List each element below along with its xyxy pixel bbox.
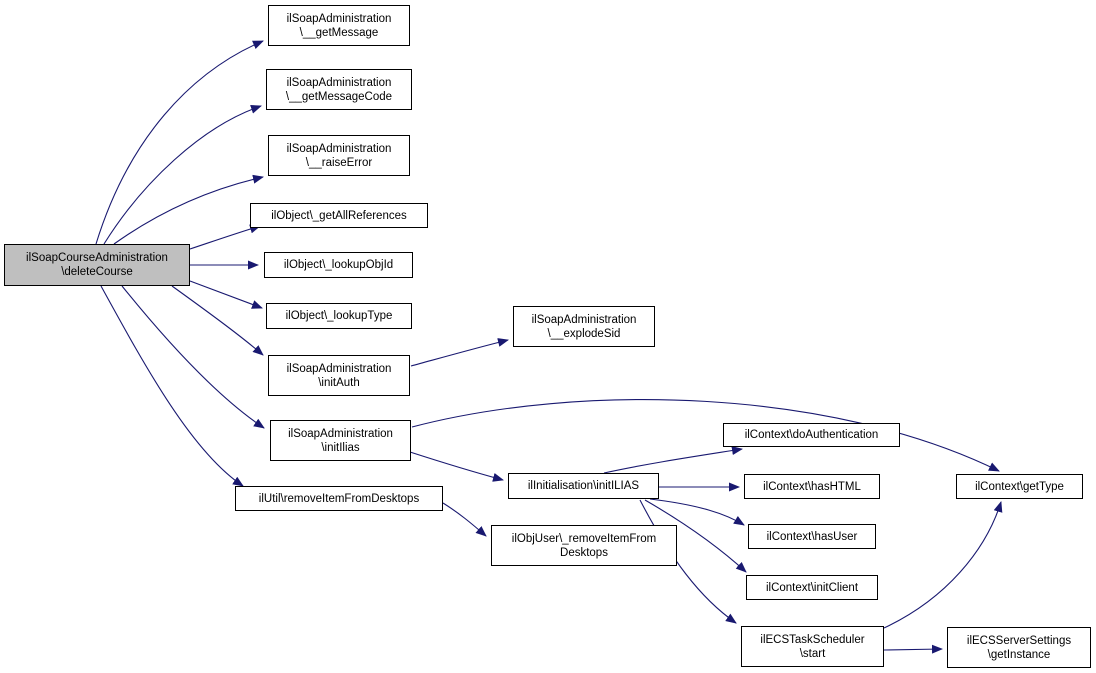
edge-initilias2-initclient (644, 499, 747, 573)
node-raise-error[interactable]: ilSoapAdministration \__raiseError (268, 135, 410, 176)
node-init-client[interactable]: ilContext\initClient (746, 575, 878, 600)
node-get-message-code[interactable]: ilSoapAdministration \__getMessageCode (266, 69, 412, 110)
edge-initilias2-hasuser (649, 498, 745, 526)
node-do-authentication[interactable]: ilContext\doAuthentication (723, 423, 900, 447)
edge-initilias-initilias2 (409, 451, 504, 482)
node-init-ilias-initialisation[interactable]: ilInitialisation\initILIAS (508, 473, 659, 499)
node-remove-item-from-desktops[interactable]: ilUtil\removeItemFromDesktops (235, 486, 443, 511)
node-delete-course[interactable]: ilSoapCourseAdministration \deleteCourse (4, 244, 190, 286)
edge-deletecourse-raiseerror (113, 174, 264, 245)
edge-ecsstart-getinstance (883, 644, 943, 654)
node-has-html[interactable]: ilContext\hasHTML (744, 474, 880, 499)
node-lookup-obj-id[interactable]: ilObject\_lookupObjId (264, 252, 413, 278)
node-ecs-get-instance[interactable]: ilECSServerSettings \getInstance (947, 627, 1091, 668)
node-has-user[interactable]: ilContext\hasUser (748, 524, 876, 549)
node-get-type[interactable]: ilContext\getType (956, 474, 1083, 499)
node-lookup-type[interactable]: ilObject\_lookupType (266, 303, 412, 329)
node-get-message[interactable]: ilSoapAdministration \__getMessage (268, 5, 410, 46)
edge-deletecourse-initauth (171, 285, 264, 356)
edge-deletecourse-lookuptype (189, 280, 263, 309)
node-explode-sid[interactable]: ilSoapAdministration \__explodeSid (513, 306, 655, 347)
edge-ecsstart-gettype (883, 501, 1003, 629)
node-get-all-references[interactable]: ilObject\_getAllReferences (250, 203, 428, 228)
edge-initilias2-ecsstart (639, 499, 737, 624)
edge-deletecourse-getmessagecode (103, 104, 262, 245)
edge-deletecourse-removeitemfromdesktops (100, 285, 244, 487)
node-objuser-remove-item[interactable]: ilObjUser\_removeItemFrom Desktops (491, 525, 677, 566)
edge-initilias-gettype (411, 399, 1000, 472)
node-init-ilias[interactable]: ilSoapAdministration \initIlias (270, 420, 411, 461)
node-init-auth[interactable]: ilSoapAdministration \initAuth (268, 355, 410, 396)
edge-removeitemfromdesktops-objuser (442, 502, 487, 537)
edge-initilias2-doauthentication (603, 446, 743, 474)
node-ecs-task-scheduler-start[interactable]: ilECSTaskScheduler \start (741, 626, 884, 667)
edge-deletecourse-initilias (121, 285, 265, 429)
edge-deletecourse-getallreferences (189, 224, 261, 250)
edge-deletecourse-getmessage (95, 40, 264, 245)
edge-initauth-explodesid (410, 338, 509, 367)
